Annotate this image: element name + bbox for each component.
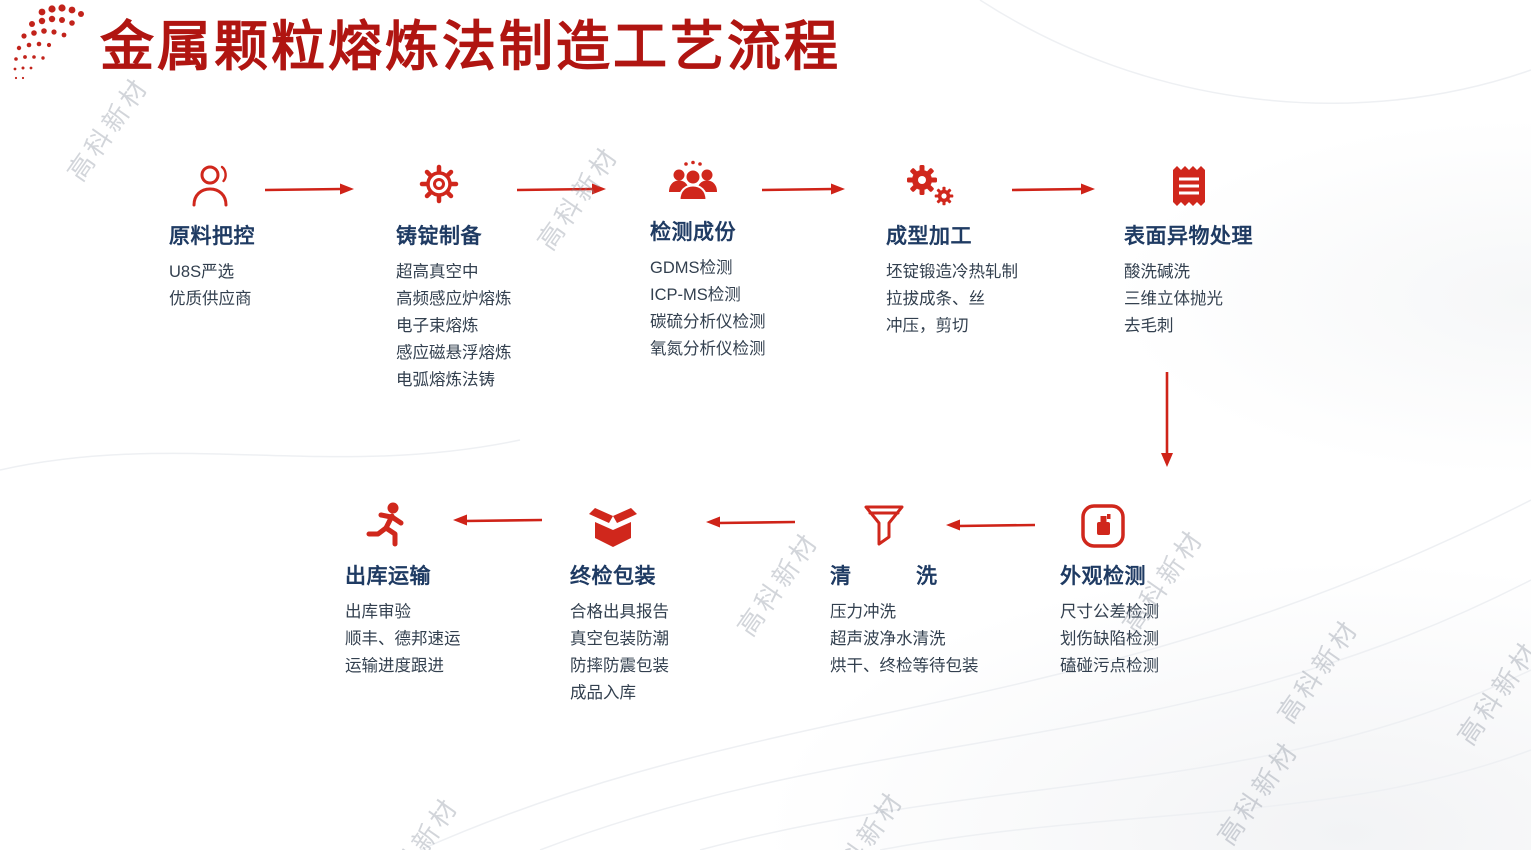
step-title: 外观检测 bbox=[1060, 565, 1146, 588]
step-surface-treatment: 表面异物处理 酸洗碱洗 三维立体抛光 去毛刺 bbox=[1124, 156, 1253, 340]
step-line: 三维立体抛光 bbox=[1124, 290, 1223, 308]
dot-decoration bbox=[13, 4, 84, 80]
step-line: U8S严选 bbox=[169, 263, 235, 281]
step-appearance-inspection: 外观检测 尺寸公差检测 划伤缺陷检测 磕碰污点检测 bbox=[1060, 496, 1159, 680]
team-icon bbox=[666, 152, 720, 206]
step-line: 感应磁悬浮熔炼 bbox=[396, 344, 512, 362]
step-cleaning: 清 洗 压力冲洗 超声波净水清洗 烘干、终检等待包装 bbox=[830, 496, 992, 680]
step-title: 成型加工 bbox=[886, 225, 972, 248]
step-line: 电子束熔炼 bbox=[396, 317, 479, 335]
step-line: 划伤缺陷检测 bbox=[1060, 630, 1159, 648]
step-line: 拉拔成条、丝 bbox=[886, 290, 985, 308]
step-line: 真空包装防潮 bbox=[570, 630, 669, 648]
open-box-icon bbox=[586, 496, 640, 550]
receipt-icon bbox=[1168, 156, 1210, 210]
flow-arrow-right-2 bbox=[516, 183, 606, 195]
page-title: 金属颗粒熔炼法制造工艺流程 bbox=[100, 14, 841, 78]
flow-arrow-right-3 bbox=[761, 183, 845, 195]
step-line: ICP-MS检测 bbox=[650, 286, 741, 304]
flow-arrow-right-4 bbox=[1011, 183, 1095, 195]
step-line: 高频感应炉熔炼 bbox=[396, 290, 512, 308]
double-gear-icon bbox=[902, 156, 956, 210]
flow-arrow-down bbox=[1161, 372, 1173, 467]
step-line: 合格出具报告 bbox=[570, 603, 669, 621]
step-line: 去毛刺 bbox=[1124, 317, 1174, 335]
step-composition-testing: 检测成份 GDMS检测 ICP-MS检测 碳硫分析仪检测 氧氮分析仪检测 bbox=[650, 152, 766, 363]
funnel-icon bbox=[861, 496, 907, 550]
step-line: 酸洗碱洗 bbox=[1124, 263, 1190, 281]
step-line: 压力冲洗 bbox=[830, 603, 896, 621]
step-title: 清 洗 bbox=[830, 565, 938, 588]
step-title: 原料把控 bbox=[169, 225, 255, 248]
step-title: 表面异物处理 bbox=[1124, 225, 1253, 248]
step-outbound-transport: 出库运输 出库审验 顺丰、德邦速运 运输进度跟进 bbox=[345, 496, 461, 680]
step-ingot-preparation: 铸锭制备 超高真空中 高频感应炉熔炼 电子束熔炼 感应磁悬浮熔炼 电弧熔炼法铸 bbox=[396, 156, 512, 394]
step-forming-processing: 成型加工 坯锭锻造冷热轧制 拉拔成条、丝 冲压，剪切 bbox=[886, 156, 1018, 340]
step-line: 坯锭锻造冷热轧制 bbox=[886, 263, 1018, 281]
step-line: 超高真空中 bbox=[396, 263, 479, 281]
step-title: 出库运输 bbox=[345, 565, 431, 588]
flow-arrow-left-3 bbox=[453, 514, 543, 526]
step-raw-material-control: 原料把控 U8S严选 优质供应商 bbox=[169, 156, 255, 313]
step-line: 氧氮分析仪检测 bbox=[650, 340, 766, 358]
step-line: 碳硫分析仪检测 bbox=[650, 313, 766, 331]
step-line: 电弧熔炼法铸 bbox=[396, 371, 495, 389]
inspection-icon bbox=[1079, 496, 1127, 550]
flow-arrow-left-1 bbox=[946, 519, 1036, 531]
person-icon bbox=[189, 156, 235, 210]
step-title: 终检包装 bbox=[570, 565, 656, 588]
step-line: 成品入库 bbox=[570, 684, 636, 702]
step-title: 铸锭制备 bbox=[396, 225, 482, 248]
step-line: 防摔防震包装 bbox=[570, 657, 669, 675]
step-line: 超声波净水清洗 bbox=[830, 630, 946, 648]
step-line: 出库审验 bbox=[345, 603, 411, 621]
step-line: 磕碰污点检测 bbox=[1060, 657, 1159, 675]
step-line: GDMS检测 bbox=[650, 259, 733, 277]
gear-icon bbox=[413, 156, 465, 210]
step-title: 检测成份 bbox=[650, 221, 736, 244]
step-line: 顺丰、德邦速运 bbox=[345, 630, 461, 648]
step-line: 冲压，剪切 bbox=[886, 317, 969, 335]
step-final-packaging: 终检包装 合格出具报告 真空包装防潮 防摔防震包装 成品入库 bbox=[570, 496, 669, 707]
flow-arrow-right-1 bbox=[264, 183, 354, 195]
step-line: 优质供应商 bbox=[169, 290, 252, 308]
step-line: 运输进度跟进 bbox=[345, 657, 444, 675]
running-person-icon bbox=[364, 496, 412, 550]
flow-arrow-left-2 bbox=[706, 516, 796, 528]
step-line: 烘干、终检等待包装 bbox=[830, 657, 979, 675]
step-line: 尺寸公差检测 bbox=[1060, 603, 1159, 621]
